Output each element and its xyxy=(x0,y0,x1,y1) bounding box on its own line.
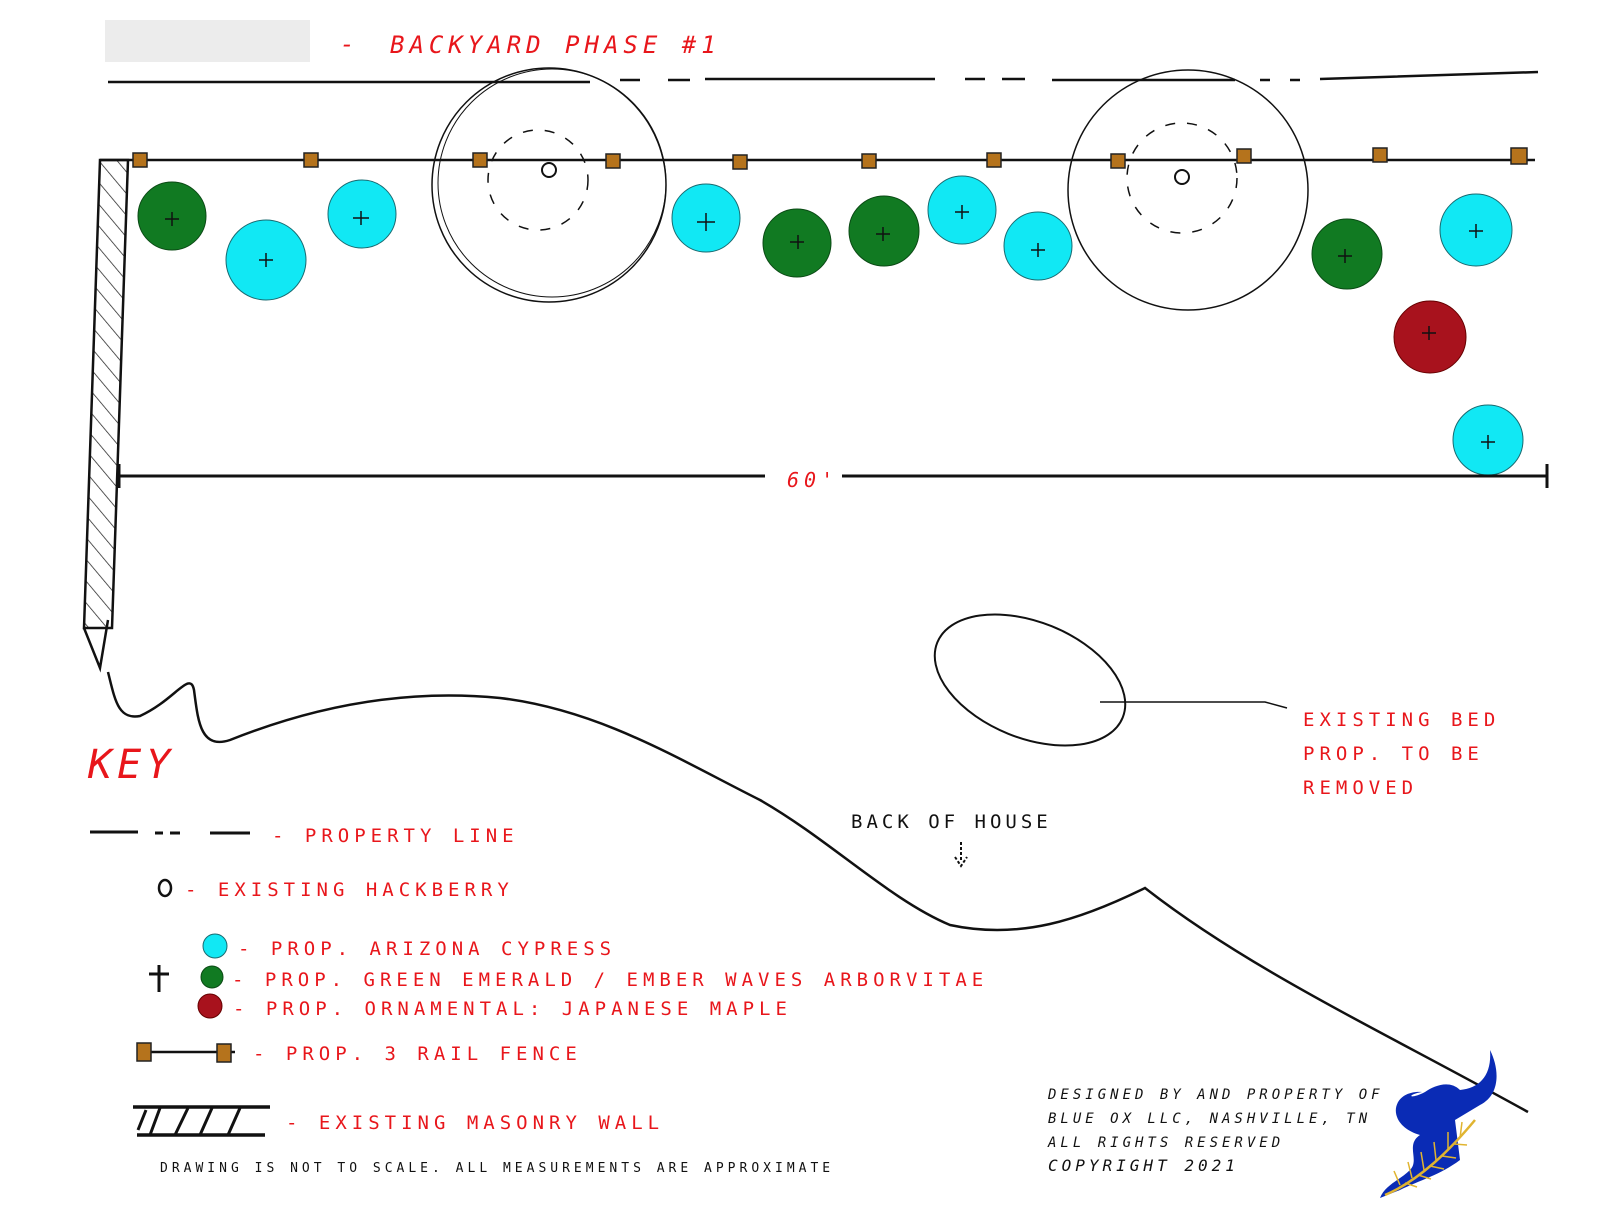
key-property-line-symbol xyxy=(90,830,250,835)
bed-note-line-3: REMOVED xyxy=(1303,777,1418,799)
plants-layer xyxy=(137,175,1524,476)
bed-note-line-1: EXISTING BED xyxy=(1303,709,1500,731)
key-hackberry: - EXISTING HACKBERRY xyxy=(185,879,514,901)
title-separator: - xyxy=(340,30,359,58)
arborvitae-plant xyxy=(762,208,832,278)
existing-bed xyxy=(933,613,1127,747)
cypress-plant xyxy=(327,179,397,249)
scale-note: DRAWING IS NOT TO SCALE. ALL MEASUREMENT… xyxy=(160,1161,834,1176)
cypress-plant xyxy=(225,219,307,301)
redacted-name-box xyxy=(105,20,310,62)
arrow-down-icon xyxy=(954,842,968,868)
bed-note-line-2: PROP. TO BE xyxy=(1303,743,1484,765)
cypress-plant xyxy=(1439,193,1513,267)
key-arborvitae-symbol xyxy=(200,965,224,989)
key-hackberry-symbol xyxy=(157,878,173,898)
masonry-wall-end xyxy=(82,619,110,673)
dimension-label: 60' xyxy=(787,468,838,492)
arborvitae-plant xyxy=(137,181,207,251)
maple-plant xyxy=(1393,300,1467,374)
property-line xyxy=(108,70,1539,84)
page-title: BACKYARD PHASE #1 xyxy=(390,31,721,59)
back-of-house-label: BACK OF HOUSE xyxy=(851,811,1052,833)
hackberry-tree-2 xyxy=(1067,69,1309,311)
key-maple-symbol xyxy=(197,993,223,1019)
blue-ox-logo xyxy=(1380,1050,1497,1198)
key-masonry-wall: - EXISTING MASONRY WALL xyxy=(286,1112,664,1134)
key-cypress-symbol xyxy=(202,933,228,959)
key-cypress: - PROP. ARIZONA CYPRESS xyxy=(238,938,616,960)
cypress-plant xyxy=(1003,211,1073,281)
credits-line-3: ALL RIGHTS RESERVED xyxy=(1047,1135,1284,1151)
key-wall-symbol xyxy=(133,1105,270,1137)
key-maple: - PROP. ORNAMENTAL: JAPANESE MAPLE xyxy=(233,998,792,1020)
key-fence-symbol xyxy=(136,1042,235,1063)
credits-line-2: BLUE OX LLC, NASHVILLE, TN xyxy=(1048,1111,1371,1127)
credits-line-4: COPYRIGHT 2021 xyxy=(1048,1156,1239,1175)
house-outline xyxy=(106,671,1529,1114)
bed-leader-line xyxy=(1100,701,1288,709)
hackberry-tree-1 xyxy=(431,67,667,303)
arborvitae-plant xyxy=(1311,218,1383,290)
dimension-line xyxy=(117,464,1549,488)
key-property-line: - PROPERTY LINE xyxy=(272,825,519,847)
key-plant-cross-icon xyxy=(149,965,169,992)
masonry-wall xyxy=(82,158,130,630)
credits-line-1: DESIGNED BY AND PROPERTY OF xyxy=(1047,1087,1384,1103)
key-fence: - PROP. 3 RAIL FENCE xyxy=(253,1043,582,1065)
key-arborvitae: - PROP. GREEN EMERALD / EMBER WAVES ARBO… xyxy=(232,969,988,991)
key-heading: KEY xyxy=(87,742,175,788)
arborvitae-plant xyxy=(848,195,920,267)
cypress-plant xyxy=(671,183,741,253)
cypress-plant xyxy=(927,175,997,245)
rail-fence xyxy=(100,147,1535,170)
cypress-plant xyxy=(1452,404,1524,476)
